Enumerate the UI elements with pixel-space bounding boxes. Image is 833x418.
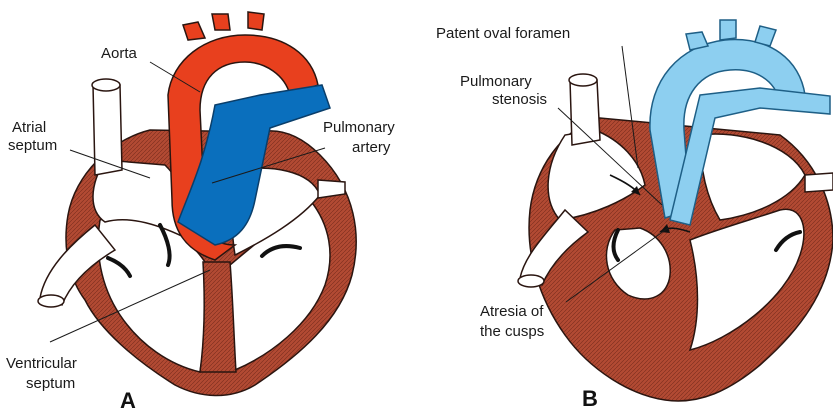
label-pulmonary-artery-2: artery bbox=[352, 139, 391, 156]
vena-cava-superior-opening-a bbox=[92, 79, 120, 91]
label-atrial-septum-1: Atrial bbox=[12, 119, 46, 136]
vena-cava-superior-a bbox=[93, 85, 122, 175]
label-ventricular-septum-1: Ventricular bbox=[6, 355, 77, 372]
label-atresia-2: the cusps bbox=[480, 323, 544, 340]
label-pulmonary-stenosis-1: Pulmonary bbox=[460, 73, 532, 90]
label-pulmonary-artery-1: Pulmonary bbox=[323, 119, 395, 136]
label-patent-oval-foramen: Patent oval foramen bbox=[436, 25, 570, 42]
pulmonary-vein-b bbox=[805, 173, 833, 192]
panel-b: Patent oval foramen Pulmonary stenosis A… bbox=[436, 20, 833, 411]
vena-cava-superior-b bbox=[570, 80, 600, 145]
label-ventricular-septum-2: septum bbox=[26, 375, 75, 392]
vena-cava-inferior-opening-b bbox=[518, 275, 544, 287]
vena-cava-inferior-opening-a bbox=[38, 295, 64, 307]
pulmonary-vein-a bbox=[318, 180, 345, 198]
label-atrial-septum-2: septum bbox=[8, 137, 57, 154]
panel-letter-b: B bbox=[582, 386, 598, 411]
vena-cava-superior-opening-b bbox=[569, 74, 597, 86]
label-atresia-1: Atresia of bbox=[480, 303, 544, 320]
panel-letter-a: A bbox=[120, 388, 136, 413]
ventricular-septum-a bbox=[200, 262, 236, 372]
label-pulmonary-stenosis-2: stenosis bbox=[492, 91, 547, 108]
label-aorta: Aorta bbox=[101, 45, 138, 62]
panel-a: Aorta Atrial septum Pulmonary artery Ven… bbox=[6, 12, 395, 413]
